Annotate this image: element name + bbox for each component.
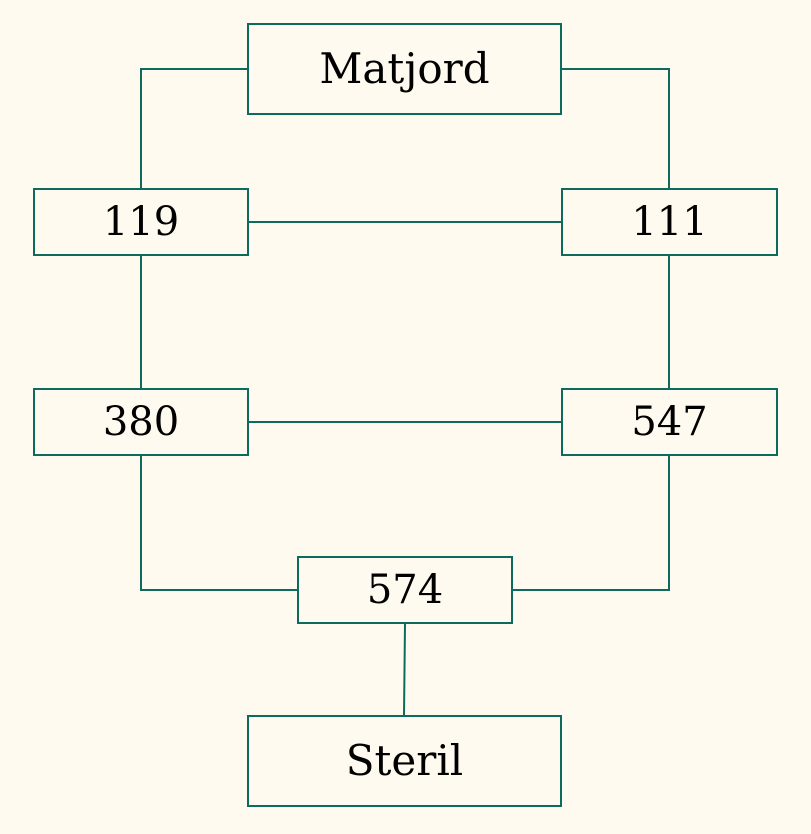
node-steril: Steril: [247, 715, 562, 807]
edge-574-steril: [403, 623, 406, 716]
node-574: 574: [297, 556, 513, 624]
node-111-label: 111: [631, 199, 708, 245]
node-119-label: 119: [102, 199, 180, 245]
node-matjord: Matjord: [247, 23, 562, 115]
node-steril-label: Steril: [345, 736, 464, 785]
edge-547-574: [513, 456, 670, 591]
node-574-label: 574: [366, 567, 444, 613]
edge-matjord-119: [140, 68, 247, 188]
node-547: 547: [561, 388, 778, 456]
edge-380-574: [140, 456, 297, 591]
node-380-label: 380: [102, 399, 180, 445]
node-matjord-label: Matjord: [319, 44, 490, 93]
node-111: 111: [561, 188, 778, 256]
node-119: 119: [33, 188, 249, 256]
edge-matjord-111: [562, 68, 670, 188]
node-380: 380: [33, 388, 249, 456]
node-547-label: 547: [631, 399, 708, 445]
